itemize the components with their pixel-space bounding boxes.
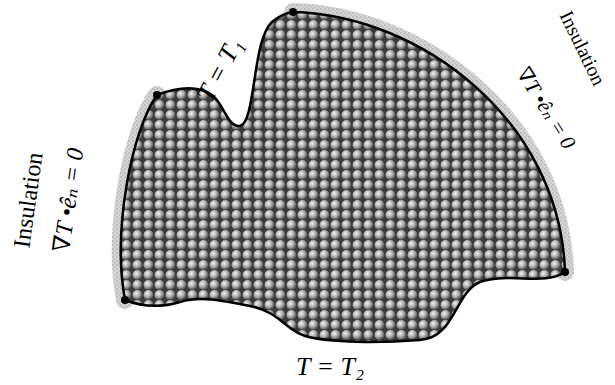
boundary-condition: T = T₁	[193, 34, 248, 106]
insulation-label: Insulation	[9, 151, 46, 249]
boundary-point	[153, 91, 161, 99]
boundary-point	[289, 8, 297, 16]
boundary-point	[121, 296, 129, 304]
boundary-condition: T = T₂	[296, 354, 364, 380]
insulation-label: Insulation	[556, 8, 609, 89]
boundary-point	[561, 268, 569, 276]
domain-region	[121, 12, 565, 342]
boundary-condition: ∇T •êₙ = 0	[49, 147, 87, 254]
